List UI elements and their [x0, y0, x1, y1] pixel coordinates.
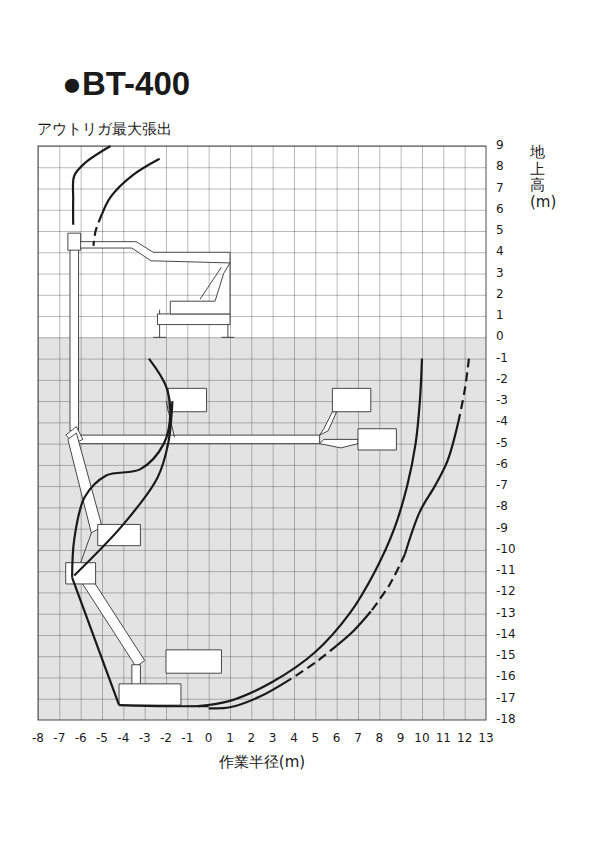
machine: [66, 233, 397, 705]
platform-basket: [119, 684, 181, 705]
platform-basket: [358, 429, 396, 450]
y-tick-label: -9: [496, 522, 508, 535]
y-tick-label: 2: [496, 288, 504, 301]
x-tick-label: -4: [117, 732, 129, 745]
grid: [38, 146, 486, 720]
upper-boom: [76, 242, 230, 263]
y-tick-label: -1: [496, 352, 508, 365]
y-tick-label: -3: [496, 395, 508, 408]
platform-arm: [81, 533, 92, 563]
platform-arm: [320, 439, 358, 448]
range-curve: [337, 612, 371, 646]
range-curves: [72, 146, 469, 708]
x-tick-label: 11: [436, 732, 451, 745]
x-tick-label: 3: [269, 732, 277, 745]
truck-chassis: [157, 314, 230, 325]
x-tick-label: 12: [457, 732, 472, 745]
x-tick-label: 1: [226, 732, 234, 745]
range-curve: [74, 401, 172, 575]
x-tick-label: -3: [139, 732, 151, 745]
y-tick-label: -2: [496, 373, 508, 386]
condition-note: アウトリガ最大張出: [37, 121, 172, 138]
range-curve: [72, 359, 170, 578]
y-tick-label: 5: [496, 224, 504, 237]
x-tick-label: -7: [53, 732, 65, 745]
range-curve-dashed: [290, 646, 337, 680]
y-tick-label: 6: [496, 203, 504, 216]
range-curve: [72, 578, 119, 706]
y-tick-label: -6: [496, 458, 508, 471]
vertical-post: [70, 240, 79, 431]
outrigger-foot: [221, 337, 234, 338]
range-curve: [405, 422, 458, 554]
platform-arm: [320, 412, 337, 435]
x-tick-label: 4: [290, 732, 298, 745]
range-curve: [102, 159, 160, 214]
range-curve-dashed: [371, 554, 405, 611]
turntable: [170, 263, 230, 314]
y-tick-label: 8: [496, 161, 504, 174]
x-tick-label: 6: [333, 732, 341, 745]
x-tick-label: 10: [414, 732, 429, 745]
x-tick-label: -5: [96, 732, 108, 745]
y-tick-label: -17: [496, 692, 516, 705]
x-tick-label: 7: [354, 732, 362, 745]
platform-basket: [332, 388, 370, 411]
y-tick-label: 0: [496, 331, 504, 344]
x-tick-label: 5: [312, 732, 320, 745]
x-tick-label: -1: [181, 732, 193, 745]
x-tick-label: 2: [248, 732, 256, 745]
platform-basket: [98, 524, 141, 545]
y-tick-label: 4: [496, 246, 504, 259]
range-curve: [119, 705, 209, 706]
y-tick-label: -15: [496, 650, 516, 663]
x-tick-label: -8: [32, 732, 44, 745]
y-tick-label: -16: [496, 671, 516, 684]
y-tick-label: -18: [496, 713, 516, 726]
platform-basket: [166, 650, 221, 673]
x-tick-label: 8: [376, 732, 384, 745]
range-curve: [198, 359, 422, 707]
horizontal-boom: [70, 435, 320, 444]
x-tick-label: 13: [478, 732, 493, 745]
chart-title: ●BT-400: [62, 66, 190, 102]
y-tick-label: -5: [496, 437, 508, 450]
y-tick-label: 1: [496, 309, 504, 322]
x-tick-label: 0: [205, 732, 213, 745]
grid-frame: [38, 146, 486, 720]
platform-basket: [66, 563, 96, 584]
y-tick-label: -4: [496, 416, 508, 429]
y-tick-label: 7: [496, 182, 504, 195]
range-curve: [209, 680, 290, 709]
x-axis-title: 作業半径(m): [219, 754, 305, 771]
y-tick-label: -7: [496, 480, 508, 493]
x-tick-label: -6: [75, 732, 87, 745]
range-curve-dashed: [93, 214, 102, 246]
y-axis-title: 地上高(m): [530, 144, 545, 210]
y-tick-label: -10: [496, 543, 516, 556]
platform-basket: [168, 388, 206, 411]
y-tick-label: -14: [496, 628, 516, 641]
y-tick-label: -12: [496, 586, 516, 599]
range-curve: [73, 146, 111, 225]
post-head: [68, 233, 81, 250]
x-tick-label: -2: [160, 732, 172, 745]
y-tick-label: 3: [496, 267, 504, 280]
boom-cylinder: [200, 267, 221, 299]
x-tick-label: 9: [397, 732, 405, 745]
y-tick-label: -13: [496, 607, 516, 620]
y-tick-label: 9: [496, 139, 504, 152]
y-tick-label: -8: [496, 501, 508, 514]
range-curve-dashed: [458, 359, 469, 423]
outrigger-foot: [153, 337, 166, 338]
y-tick-label: -11: [496, 565, 516, 578]
